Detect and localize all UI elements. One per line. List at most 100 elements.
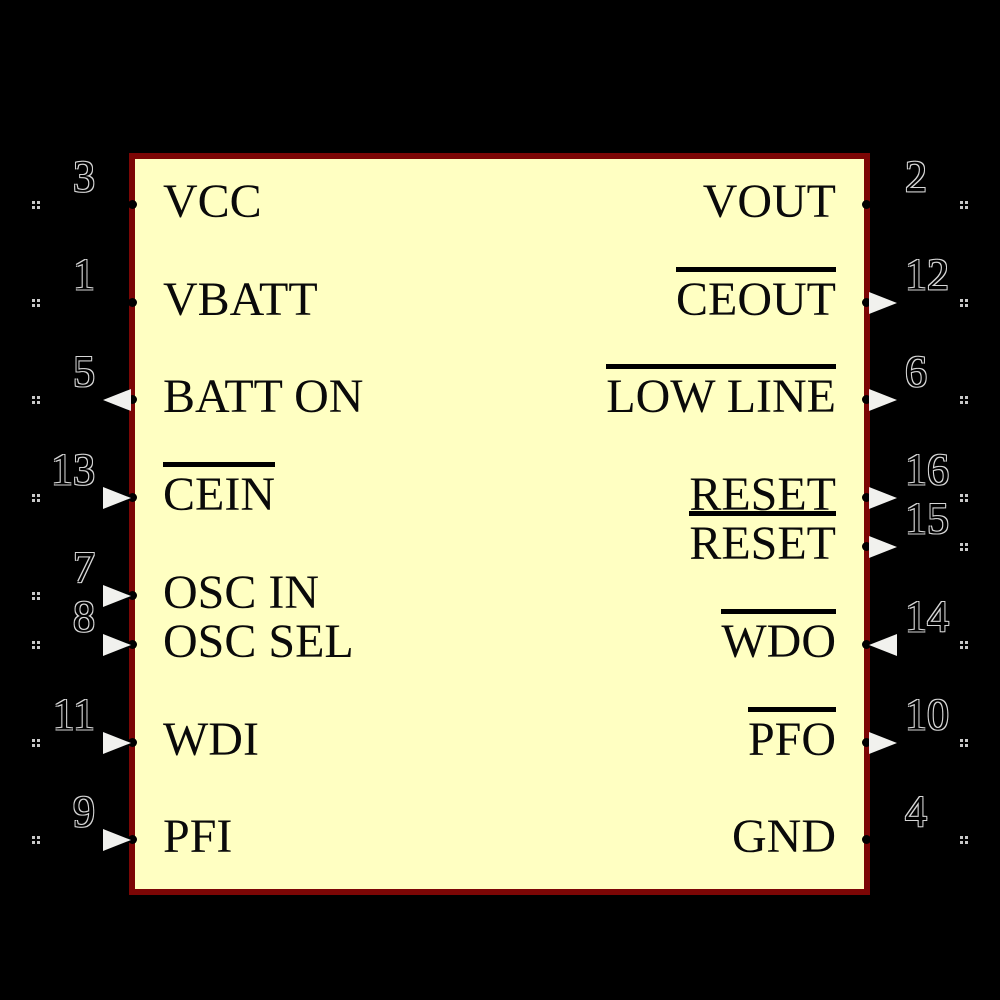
pin-line	[864, 837, 964, 842]
pin-direction-arrow-icon	[869, 634, 897, 656]
pin-line	[864, 397, 964, 402]
pin-attach-dot	[128, 200, 137, 209]
pin-direction-arrow-icon	[869, 389, 897, 411]
pin-direction-arrow-icon	[869, 732, 897, 754]
pin-direction-arrow-icon	[103, 634, 131, 656]
pin-line	[36, 202, 136, 207]
pin-end-marker	[32, 494, 35, 497]
pin-attach-dot	[862, 200, 871, 209]
pin-end-marker	[32, 592, 35, 595]
pin-line	[36, 300, 136, 305]
pin-label: CEOUT	[676, 267, 836, 324]
pin-label: VOUT	[702, 175, 836, 228]
pin-line	[36, 593, 136, 598]
pin-number: 12	[905, 250, 949, 299]
pin-label-wrap: WDO	[721, 609, 836, 666]
pin-label-wrap: LOW LINE	[606, 364, 836, 421]
pin-label: BATT ON	[163, 370, 364, 423]
pin-end-marker	[32, 201, 35, 204]
pin-label: WDO	[721, 609, 836, 666]
pin-attach-dot	[862, 493, 871, 502]
pin-end-marker	[32, 836, 35, 839]
pin-number: 13	[51, 445, 95, 494]
pin-attach-dot	[862, 640, 871, 649]
pin-attach-dot	[862, 835, 871, 844]
pin-direction-arrow-icon	[103, 487, 131, 509]
pin-number: 2	[905, 152, 927, 201]
pin-label: OSC IN	[163, 566, 320, 619]
pin-end-marker	[960, 739, 963, 742]
pin-label: GND	[732, 810, 836, 863]
pin-label: RESET	[689, 468, 836, 521]
pin-direction-arrow-icon	[869, 292, 897, 314]
pin-line	[864, 495, 964, 500]
pin-end-marker	[32, 299, 35, 302]
pin-direction-arrow-icon	[869, 536, 897, 558]
pin-number: 16	[905, 445, 949, 494]
component-body	[129, 153, 870, 895]
pin-label: VBATT	[163, 273, 318, 326]
pin-number: 6	[905, 347, 927, 396]
pin-label: OSC SEL	[163, 615, 354, 668]
pin-direction-arrow-icon	[103, 829, 131, 851]
pin-label: WDI	[163, 713, 259, 766]
pin-attach-dot	[128, 835, 137, 844]
pin-attach-dot	[862, 542, 871, 551]
pin-label-wrap: VBATT	[163, 276, 318, 324]
pin-attach-dot	[862, 298, 871, 307]
pin-label: CEIN	[163, 462, 275, 519]
pin-end-marker	[960, 641, 963, 644]
pin-line	[864, 642, 964, 647]
pin-direction-arrow-icon	[103, 389, 131, 411]
pin-end-marker	[960, 494, 963, 497]
pin-label-wrap: CEOUT	[676, 267, 836, 324]
pin-line	[36, 740, 136, 745]
pin-attach-dot	[128, 298, 137, 307]
pin-number: 15	[905, 494, 949, 543]
pin-label-wrap: WDI	[163, 716, 259, 764]
pin-line	[36, 397, 136, 402]
pin-end-marker	[960, 396, 963, 399]
pin-end-marker	[32, 739, 35, 742]
pin-label-wrap: OSC SEL	[163, 618, 354, 666]
pin-label-wrap: CEIN	[163, 462, 275, 519]
pin-number: 10	[905, 690, 949, 739]
pin-label: VCC	[163, 175, 262, 228]
pin-direction-arrow-icon	[869, 487, 897, 509]
pin-line	[864, 300, 964, 305]
pin-number: 1	[73, 250, 95, 299]
pin-direction-arrow-icon	[103, 585, 131, 607]
pin-label: RESET	[689, 511, 836, 568]
pin-attach-dot	[128, 591, 137, 600]
pin-label: PFO	[747, 707, 836, 764]
pin-end-marker	[32, 396, 35, 399]
pin-attach-dot	[128, 395, 137, 404]
pin-number: 9	[73, 787, 95, 836]
pin-line	[864, 202, 964, 207]
pin-label-wrap: VCC	[163, 178, 262, 226]
pin-attach-dot	[862, 395, 871, 404]
pin-label-wrap: RESET	[689, 511, 836, 568]
pin-end-marker	[960, 543, 963, 546]
pin-number: 8	[73, 592, 95, 641]
pin-line	[864, 740, 964, 745]
pin-attach-dot	[128, 493, 137, 502]
pin-label-wrap: BATT ON	[163, 373, 363, 421]
pin-attach-dot	[128, 738, 137, 747]
pin-end-marker	[960, 836, 963, 839]
pin-line	[36, 642, 136, 647]
pin-label-wrap: VOUT	[703, 178, 836, 226]
pin-label-wrap: PFO	[747, 707, 836, 764]
pin-attach-dot	[128, 640, 137, 649]
pin-line	[36, 495, 136, 500]
pin-label-wrap: GND	[732, 813, 836, 861]
pin-number: 11	[52, 690, 95, 739]
pin-number: 7	[73, 543, 95, 592]
pin-label-wrap: RESET	[689, 471, 836, 519]
pin-label-wrap: OSC IN	[163, 569, 319, 617]
pin-number: 5	[73, 347, 95, 396]
pin-label: LOW LINE	[606, 364, 836, 421]
pin-number: 3	[73, 152, 95, 201]
pin-number: 14	[905, 592, 949, 641]
